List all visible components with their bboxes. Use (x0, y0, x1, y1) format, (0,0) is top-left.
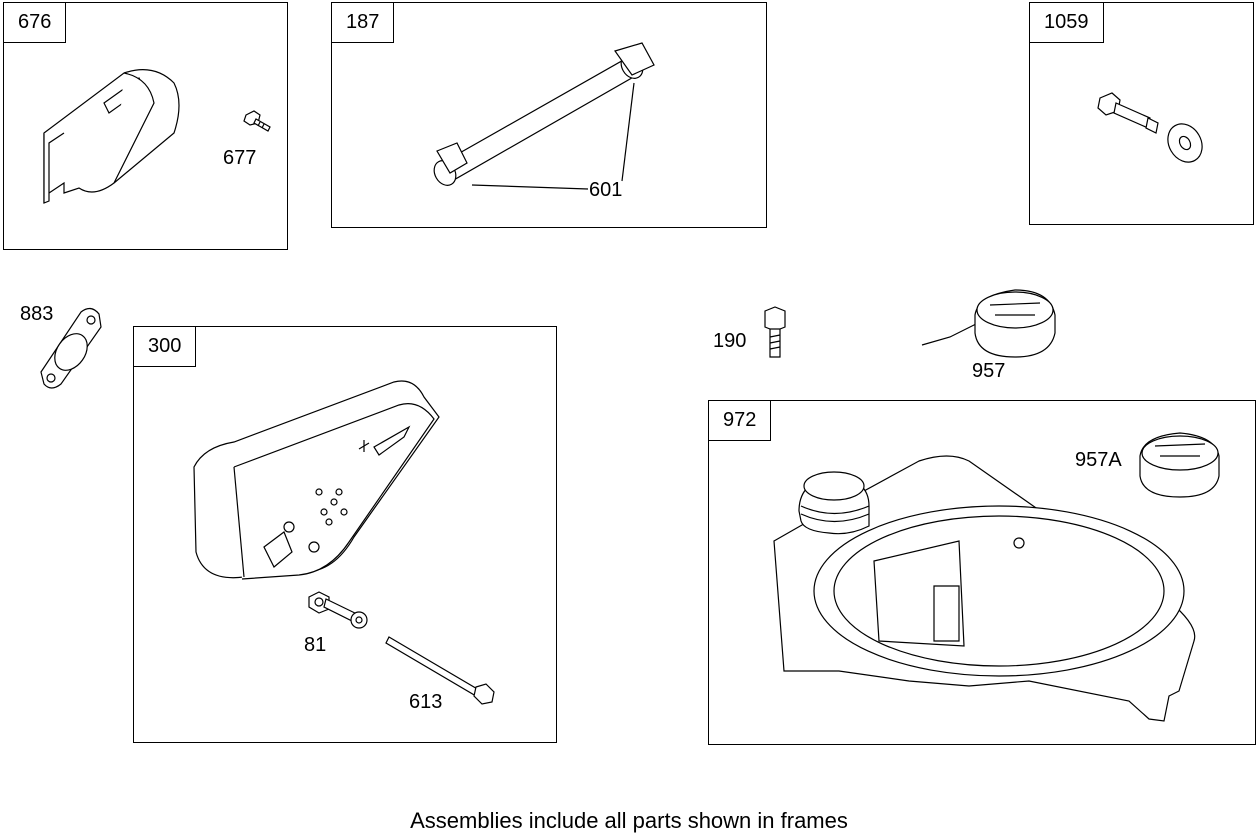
callout-883: 883 (20, 303, 54, 325)
bolt-washer-part (1030, 3, 1255, 226)
shield-bracket-part (4, 3, 289, 251)
footer-note: Assemblies include all parts shown in fr… (410, 808, 848, 833)
callout-190: 190 (713, 330, 747, 352)
fuel-cap-957-part (920, 285, 1070, 365)
callout-613: 613 (409, 691, 443, 713)
callout-957: 957 (972, 360, 1006, 382)
callout-81: 81 (304, 634, 327, 656)
callout-601: 601 (589, 179, 623, 201)
frame-number-187: 187 (332, 3, 395, 43)
muffler-part (134, 327, 558, 744)
callout-677: 677 (223, 147, 257, 169)
callout-957A: 957A (1075, 449, 1122, 471)
screw-190-part (761, 305, 791, 365)
screw-677-part (242, 109, 282, 139)
fuel-tank-part (709, 401, 1257, 746)
frame-187: 187 601 (331, 2, 767, 228)
rod-613-part (384, 632, 504, 712)
frame-1059: 1059 (1029, 2, 1254, 225)
tube-601-part (332, 3, 768, 229)
bracket-81-part (304, 587, 374, 637)
gasket-883-part (36, 302, 106, 392)
frame-number-972: 972 (709, 401, 772, 441)
frame-number-1059: 1059 (1030, 3, 1104, 43)
frame-972: 972 957A (708, 400, 1256, 745)
fuel-cap-957A-part (1135, 431, 1225, 501)
frame-676: 676 677 (3, 2, 288, 250)
frame-number-676: 676 (4, 3, 67, 43)
frame-number-300: 300 (134, 327, 197, 367)
frame-300: 300 81 613 (133, 326, 557, 743)
